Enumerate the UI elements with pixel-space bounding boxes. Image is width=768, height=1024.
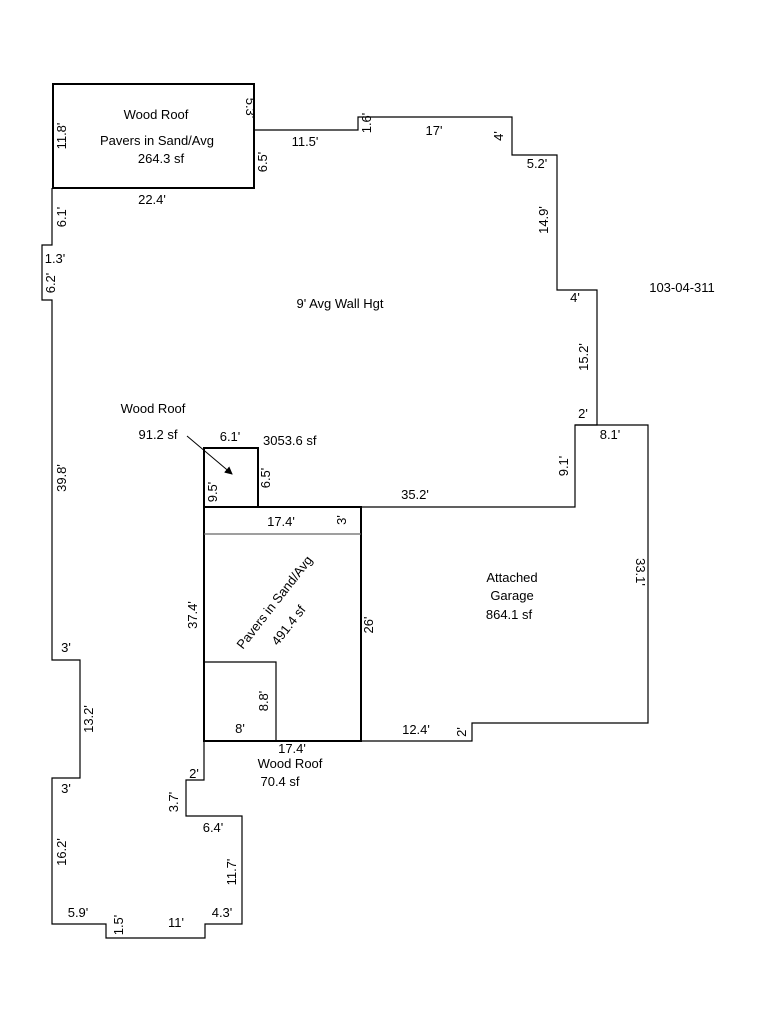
dim-left-132: 13.2' [81,705,96,733]
wall-height-label: 9' Avg Wall Hgt [296,296,383,311]
porch-top-area: 264.3 sf [138,151,185,166]
dim-edge-4b: 4' [570,290,580,305]
main-area-label: 3053.6 sf [263,433,317,448]
dim-edge-52: 5.2' [527,156,548,171]
dim-edge-95: 9.5' [205,482,220,503]
wood-roof-2-area: 70.4 sf [260,774,299,789]
wood-roof-area-1 [203,447,259,508]
parcel-id: 103-04-311 [649,280,715,295]
dim-edge-149: 14.9' [536,206,551,234]
dim-edge-152: 15.2' [576,343,591,371]
dim-edge-65b: 6.5' [258,468,273,489]
garage-line2: Garage [490,588,533,603]
dim-edge-91: 9.1' [556,456,571,477]
dim-top-right-v: 5.3' [243,98,258,119]
wood-roof-2-label: Wood Roof [258,756,323,771]
dim-edge-81: 8.1' [600,427,621,442]
main-house-outline [41,116,598,939]
dim-edge-374: 37.4' [185,601,200,629]
garage-line1: Attached [486,570,537,585]
dim-top-right-low: 6.5' [255,152,270,173]
porch-top-roof: Wood Roof [124,107,189,122]
dim-edge-4a: 4' [491,131,506,141]
arrow-icon [186,435,233,475]
dim-bot-37: 3.7' [166,792,181,813]
dim-bot-59: 5.9' [68,905,89,920]
dim-edge-2a: 2' [578,406,588,421]
porch-top-material: Pavers in Sand/Avg [100,133,214,148]
dim-left-61: 6.1' [54,207,69,228]
dim-top-edge: 11.5' [292,134,319,149]
dim-edge-174a: 17.4' [267,514,295,529]
wood-roof-area-2 [204,661,277,741]
garage-outline [361,424,649,742]
dim-bot-117: 11.7' [224,859,239,886]
dim-bot-2: 2' [189,766,199,781]
dim-left-3a: 3' [61,640,71,655]
dim-left-13: 1.3' [45,251,66,266]
dim-edge-352: 35.2' [401,487,429,502]
dim-step-16: 1.6' [359,113,374,134]
dim-edge-174b: 17.4' [278,741,306,756]
dim-bot-15: 1.5' [111,915,126,936]
dim-left-398: 39.8' [54,464,69,492]
dim-bot-43: 4.3' [212,905,233,920]
patio-pavers [203,506,362,742]
dim-left-62: 6.2' [43,273,58,294]
dim-bot-11: 11' [168,915,184,930]
top-porch-pavers [52,83,255,189]
dim-top-left-h: 11.8' [54,123,69,150]
dim-bot-64: 6.4' [203,820,224,835]
garage-area: 864.1 sf [486,607,533,622]
dim-edge-26: 26' [361,617,376,634]
dim-edge-17: 17' [426,123,443,138]
dim-left-162: 16.2' [54,838,69,866]
dim-edge-61b: 6.1' [220,429,241,444]
wood-roof-1-label: Wood Roof [121,401,186,416]
wood-roof-1-area: 91.2 sf [138,427,177,442]
dim-edge-8: 8' [235,721,245,736]
dim-edge-2b: 2' [454,727,469,737]
dim-edge-331: 33.1' [633,558,648,586]
dim-edge-88: 8.8' [256,691,271,712]
dim-left-3b: 3' [61,781,71,796]
dim-edge-124: 12.4' [402,722,430,737]
dim-top-bottom: 22.4' [138,192,166,207]
dim-edge-3a: 3' [334,515,349,525]
